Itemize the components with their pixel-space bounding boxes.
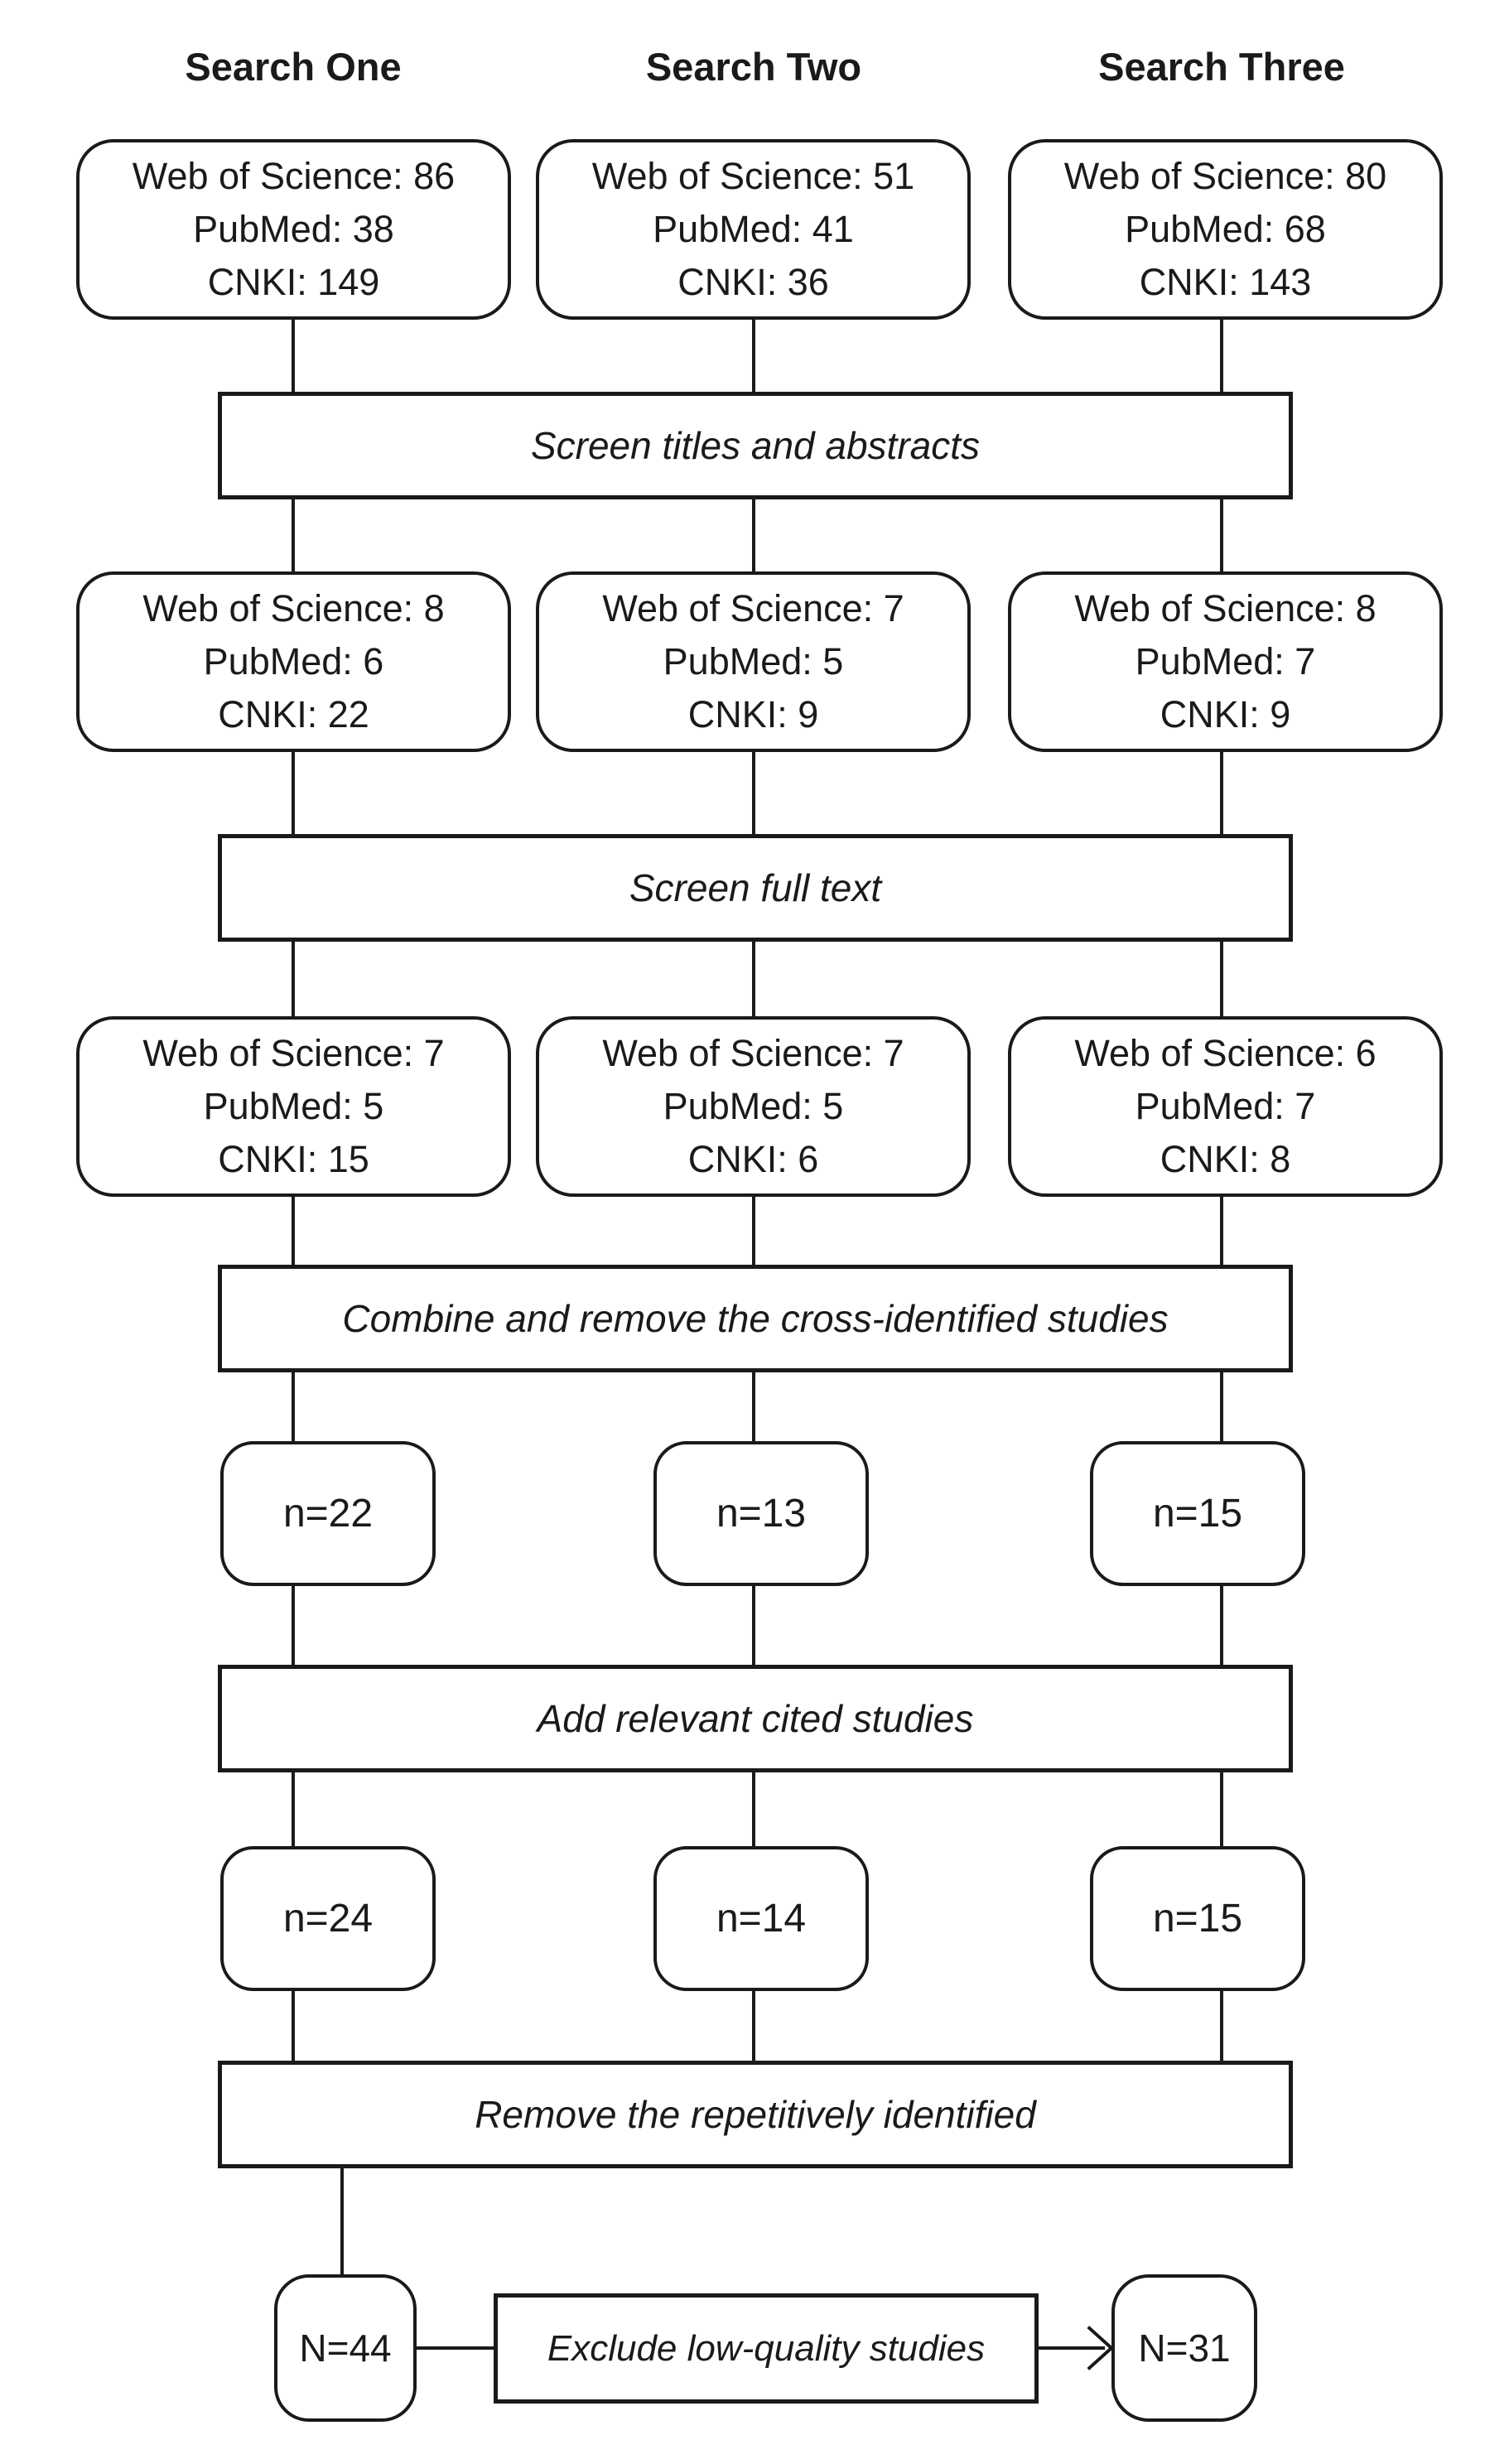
box-total-count: N=44 — [274, 2274, 417, 2422]
db-count-line: CNKI: 9 — [1160, 692, 1291, 735]
column-header-search-two: Search Two — [645, 45, 862, 89]
step-bar-screen-titles-abstracts: Screen titles and abstracts — [218, 392, 1293, 499]
db-count-line: Web of Science: 51 — [591, 155, 915, 198]
connector-line — [752, 942, 755, 1016]
connector-line — [417, 2346, 494, 2350]
box-search3-full-text: Web of Science: 6 PubMed: 7 CNKI: 8 — [1008, 1016, 1443, 1197]
connector-line — [1220, 1772, 1223, 1846]
db-count-line: CNKI: 9 — [687, 692, 819, 735]
db-count-line: CNKI: 6 — [687, 1137, 819, 1180]
step-bar-screen-full-text: Screen full text — [218, 834, 1293, 942]
db-count-line: Web of Science: 7 — [602, 1032, 904, 1075]
box-search2-title-abstract: Web of Science: 7 PubMed: 5 CNKI: 9 — [536, 571, 971, 752]
db-count-line: CNKI: 143 — [1139, 260, 1312, 303]
db-count-line: PubMed: 5 — [203, 1085, 384, 1128]
connector-line — [292, 1586, 295, 1665]
box-final-count: N=31 — [1111, 2274, 1257, 2422]
connector-line — [292, 1991, 295, 2061]
connector-line — [1220, 752, 1223, 834]
connector-line — [752, 1991, 755, 2061]
connector-line — [292, 942, 295, 1016]
box-search2-full-text: Web of Science: 7 PubMed: 5 CNKI: 6 — [536, 1016, 971, 1197]
connector-line — [292, 1772, 295, 1846]
connector-line — [292, 752, 295, 834]
db-count-line: Web of Science: 8 — [1074, 587, 1377, 630]
box-search3-title-abstract: Web of Science: 8 PubMed: 7 CNKI: 9 — [1008, 571, 1443, 752]
connector-line — [752, 1586, 755, 1665]
connector-line — [752, 1372, 755, 1441]
connector-line — [752, 752, 755, 834]
connector-line — [292, 499, 295, 571]
db-count-line: PubMed: 5 — [663, 640, 844, 683]
connector-line — [292, 1197, 295, 1265]
box-search3-with-cited-count: n=15 — [1090, 1846, 1305, 1991]
arrow-line — [1039, 2346, 1105, 2350]
arrowhead-upper-arm — [1087, 2326, 1113, 2350]
db-count-line: PubMed: 38 — [193, 208, 394, 251]
db-count-line: Web of Science: 80 — [1063, 155, 1387, 198]
column-header-search-one: Search One — [185, 45, 402, 89]
db-count-line: CNKI: 15 — [218, 1137, 369, 1180]
db-count-line: PubMed: 7 — [1135, 1085, 1316, 1128]
box-search1-with-cited-count: n=24 — [220, 1846, 436, 1991]
arrowhead-lower-arm — [1087, 2346, 1113, 2370]
box-search2-with-cited-count: n=14 — [653, 1846, 869, 1991]
connector-line — [292, 1372, 295, 1441]
connector-line — [1220, 1586, 1223, 1665]
db-count-line: PubMed: 41 — [653, 208, 854, 251]
box-search3-identified: Web of Science: 80 PubMed: 68 CNKI: 143 — [1008, 139, 1443, 320]
connector-line — [752, 320, 755, 392]
connector-line — [752, 499, 755, 571]
connector-line — [1220, 942, 1223, 1016]
db-count-line: Web of Science: 7 — [142, 1032, 445, 1075]
box-search3-combined-count: n=15 — [1090, 1441, 1305, 1586]
connector-line — [752, 1197, 755, 1265]
db-count-line: CNKI: 22 — [218, 692, 369, 735]
box-search1-combined-count: n=22 — [220, 1441, 436, 1586]
db-count-line: PubMed: 68 — [1125, 208, 1326, 251]
db-count-line: Web of Science: 6 — [1074, 1032, 1377, 1075]
db-count-line: PubMed: 6 — [203, 640, 384, 683]
connector-line — [1220, 1991, 1223, 2061]
db-count-line: PubMed: 7 — [1135, 640, 1316, 683]
db-count-line: CNKI: 36 — [677, 260, 829, 303]
step-bar-add-relevant-cited: Add relevant cited studies — [218, 1665, 1293, 1772]
step-bar-remove-repetitively-identified: Remove the repetitively identified — [218, 2061, 1293, 2168]
db-count-line: CNKI: 149 — [207, 260, 380, 303]
box-search1-title-abstract: Web of Science: 8 PubMed: 6 CNKI: 22 — [76, 571, 511, 752]
box-search1-full-text: Web of Science: 7 PubMed: 5 CNKI: 15 — [76, 1016, 511, 1197]
db-count-line: Web of Science: 7 — [602, 587, 904, 630]
connector-line — [292, 320, 295, 392]
db-count-line: CNKI: 8 — [1160, 1137, 1291, 1180]
connector-line — [1220, 1197, 1223, 1265]
box-search2-combined-count: n=13 — [653, 1441, 869, 1586]
connector-line — [752, 1772, 755, 1846]
column-header-search-three: Search Three — [1098, 45, 1345, 89]
connector-line — [340, 2168, 344, 2274]
db-count-line: Web of Science: 8 — [142, 587, 445, 630]
connector-line — [1220, 1372, 1223, 1441]
arrow-right-icon — [1080, 2326, 1113, 2370]
box-search2-identified: Web of Science: 51 PubMed: 41 CNKI: 36 — [536, 139, 971, 320]
db-count-line: Web of Science: 86 — [132, 155, 456, 198]
step-bar-combine-remove-cross-identified: Combine and remove the cross-identified … — [218, 1265, 1293, 1372]
db-count-line: PubMed: 5 — [663, 1085, 844, 1128]
connector-line — [1220, 499, 1223, 571]
step-box-exclude-low-quality: Exclude low-quality studies — [494, 2293, 1039, 2404]
box-search1-identified: Web of Science: 86 PubMed: 38 CNKI: 149 — [76, 139, 511, 320]
connector-line — [1220, 320, 1223, 392]
